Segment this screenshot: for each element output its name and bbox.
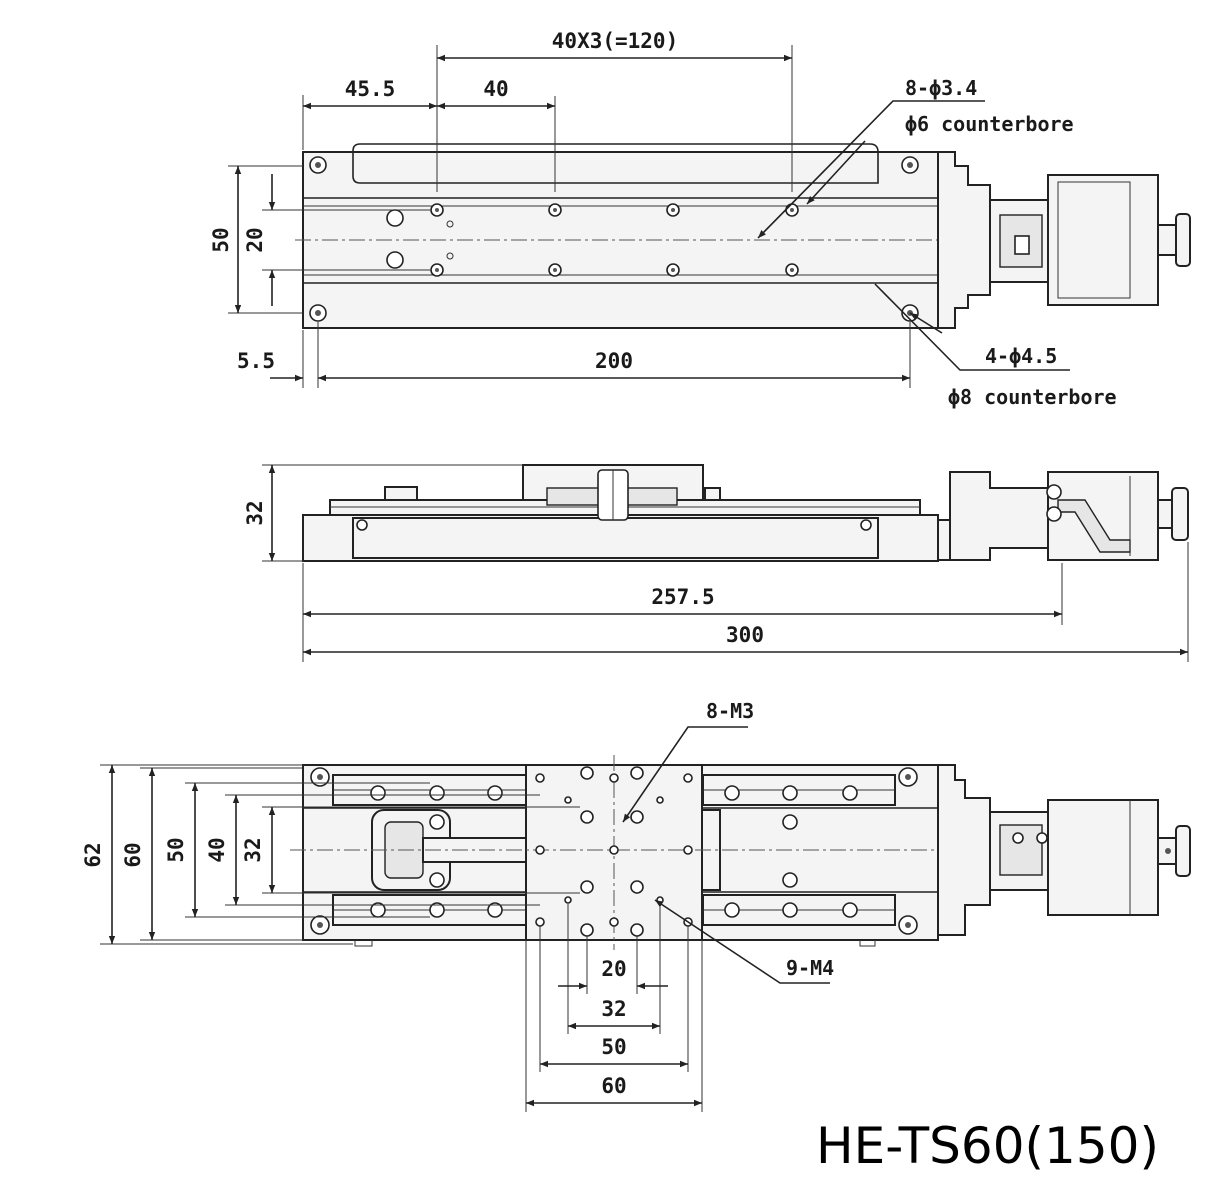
note-small-holes-count: 8-ϕ3.4 — [905, 76, 977, 100]
dim-w62: 62 — [81, 842, 105, 867]
dim-b50: 50 — [601, 1035, 626, 1059]
note-small-holes-cb: ϕ6 counterbore — [905, 112, 1074, 136]
top-motor — [1047, 174, 1159, 306]
side-view: 32 257.5 300 — [243, 464, 1189, 662]
dim-pitch: 40X3(=120) — [552, 29, 678, 53]
dim-b20: 20 — [601, 957, 626, 981]
side-dimensions — [262, 464, 1189, 662]
note-m3: 8-M3 — [706, 699, 754, 723]
dim-w32: 32 — [241, 837, 265, 862]
table-view: 62 60 50 40 32 20 32 50 60 8-M3 9-M4 — [81, 699, 1191, 1112]
note-large-holes-count: 4-ϕ4.5 — [985, 344, 1057, 368]
side-end-housing — [949, 471, 1049, 561]
table-motor — [1047, 799, 1159, 916]
dim-pitch-single: 40 — [483, 77, 508, 101]
dim-w50: 50 — [164, 837, 188, 862]
dim-body-length: 257.5 — [651, 585, 714, 609]
top-large-holes — [309, 156, 919, 322]
table-knob — [1175, 825, 1191, 877]
top-dimensions — [228, 45, 1070, 388]
dim-overall-length: 300 — [726, 623, 764, 647]
top-view: 40X3(=120) 45.5 40 50 20 5.5 200 8-ϕ3.4 … — [209, 29, 1191, 409]
table-dimensions — [100, 726, 830, 1112]
side-cover — [352, 517, 879, 559]
dim-hole-spacing: 20 — [243, 227, 267, 252]
note-large-holes-cb: ϕ8 counterbore — [948, 385, 1117, 409]
dim-length: 200 — [595, 349, 633, 373]
table-holes — [310, 766, 918, 937]
dim-edge: 5.5 — [237, 349, 275, 373]
dim-w60: 60 — [121, 842, 145, 867]
top-motor-shaft — [1157, 224, 1177, 256]
top-small-holes — [386, 203, 799, 277]
dim-height: 32 — [243, 500, 267, 525]
table-end-housing — [937, 764, 991, 936]
dim-b60: 60 — [601, 1074, 626, 1098]
top-slot — [352, 143, 879, 184]
dim-b32: 32 — [601, 997, 626, 1021]
top-knob — [1175, 213, 1191, 267]
model-name: HE-TS60(150) — [816, 1117, 1159, 1175]
dim-width: 50 — [209, 227, 233, 252]
dim-w40: 40 — [205, 837, 229, 862]
side-knob — [1171, 487, 1189, 541]
dim-offset: 45.5 — [345, 77, 396, 101]
note-m4: 9-M4 — [786, 956, 834, 980]
top-end-housing — [937, 151, 991, 329]
